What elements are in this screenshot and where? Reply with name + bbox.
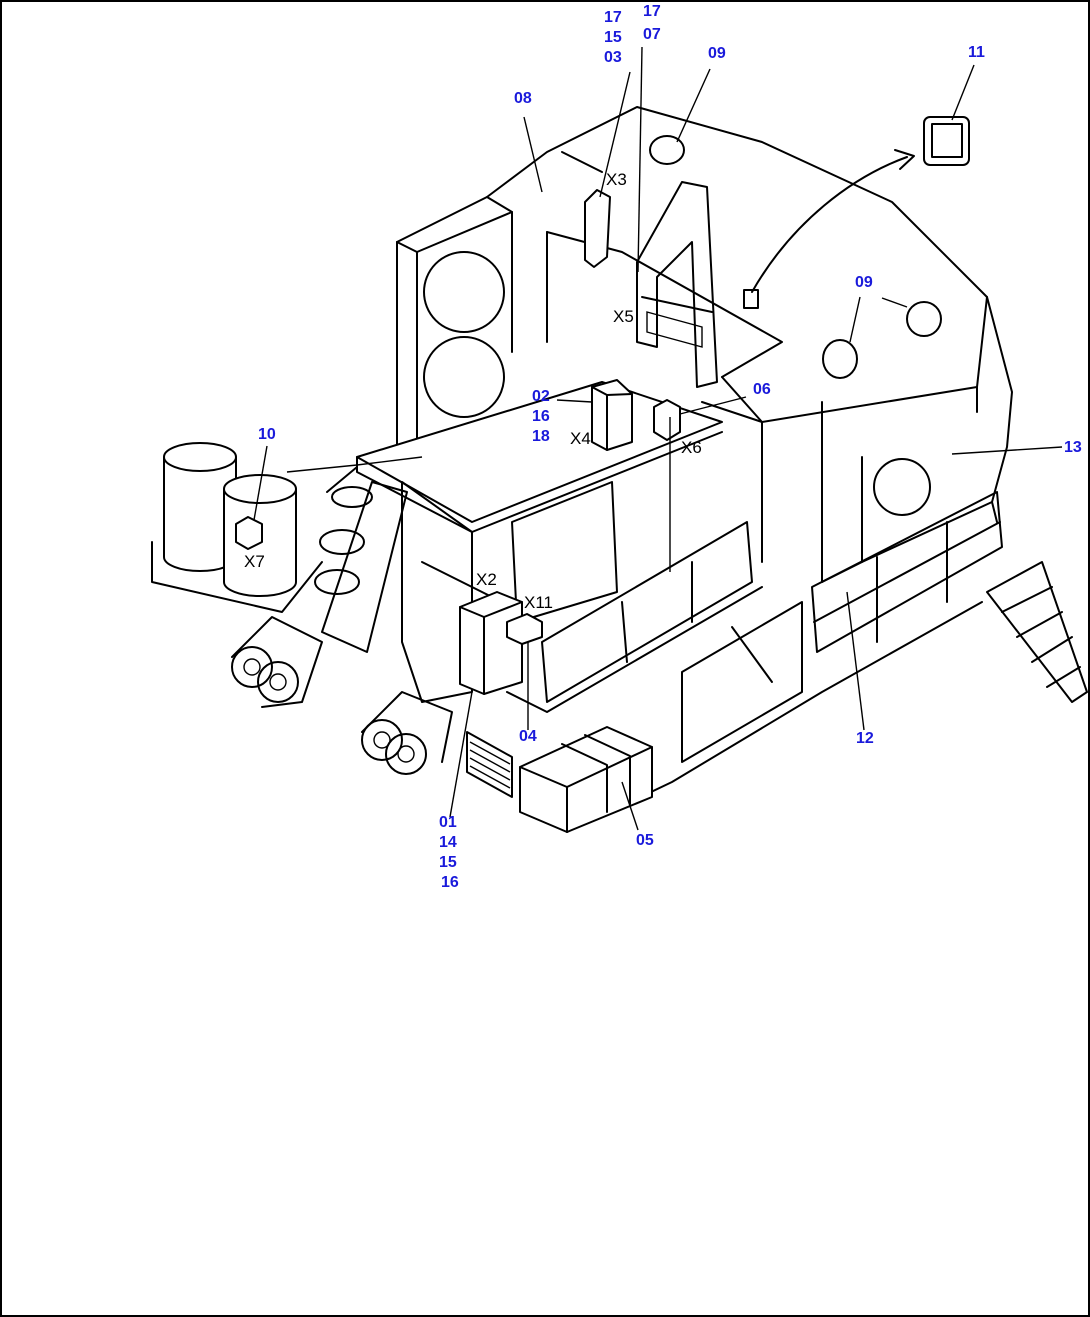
connector-label-x6: X6 xyxy=(681,438,702,457)
callout-01-14-15-16: 01 14 15 16 xyxy=(439,813,459,893)
connector-label-x11: X11 xyxy=(524,593,553,612)
callout-17-07: 17 07 xyxy=(643,2,661,46)
connector-x7 xyxy=(235,516,263,550)
callout-09-top: 09 xyxy=(708,45,726,62)
callout-17-15-03: 17 15 03 xyxy=(604,8,622,68)
connector-x11 xyxy=(506,613,543,645)
box-x6 xyxy=(653,399,681,441)
operator-cab xyxy=(401,481,473,703)
callout-line-3: 18 xyxy=(532,428,550,445)
control-box-x2 xyxy=(459,591,523,695)
mast-frame xyxy=(636,181,718,388)
callout-10: 10 xyxy=(258,426,276,443)
work-lamp-right-1 xyxy=(822,339,858,379)
callout-09-right: 09 xyxy=(855,274,873,291)
callout-line-2: 15 xyxy=(604,29,622,46)
callout-line-3: 15 xyxy=(439,854,457,871)
battery-boxes xyxy=(519,726,653,833)
box-x3 xyxy=(584,189,611,268)
callout-06: 06 xyxy=(753,381,771,398)
radiator-housing xyxy=(396,106,1013,523)
callout-04: 04 xyxy=(519,728,537,745)
front-railing xyxy=(541,521,753,703)
callout-11: 11 xyxy=(968,44,985,61)
callout-line-2: 07 xyxy=(643,26,661,43)
callout-line-2: 14 xyxy=(439,834,457,851)
callout-line-1: 01 xyxy=(439,814,457,831)
callout-line-4: 16 xyxy=(441,874,459,891)
pin-joint-3 xyxy=(361,719,403,761)
pin-joint-4 xyxy=(385,733,427,775)
detail-arrow xyxy=(751,156,908,293)
callout-line-1: 17 xyxy=(604,9,622,26)
radiator-fan-lower xyxy=(423,336,505,418)
access-ladder xyxy=(986,561,1088,703)
callout-line-1: 17 xyxy=(643,3,661,20)
connector-label-x4: X4 xyxy=(570,429,591,448)
connector-label-x7: X7 xyxy=(244,552,265,571)
box-x4 xyxy=(591,379,633,451)
vent-grille xyxy=(466,731,513,798)
connector-label-x3: X3 xyxy=(606,170,627,189)
callout-line-2: 16 xyxy=(532,408,550,425)
connector-label-x5: X5 xyxy=(613,307,634,326)
pin-joint-1 xyxy=(231,646,273,688)
side-porthole xyxy=(873,458,931,516)
callout-13: 13 xyxy=(1064,439,1082,456)
connector-label-x2: X2 xyxy=(476,570,497,589)
callout-line-3: 03 xyxy=(604,49,622,66)
callout-02-16-18: 02 16 18 xyxy=(532,387,550,447)
beacon-lamp xyxy=(923,116,970,166)
work-lamp-top xyxy=(649,135,685,165)
callout-line-1: 02 xyxy=(532,388,550,405)
radiator-fan-upper xyxy=(423,251,505,333)
work-lamp-right-2 xyxy=(906,301,942,337)
pin-joint-2 xyxy=(257,661,299,703)
callout-08: 08 xyxy=(514,90,532,107)
callout-12: 12 xyxy=(856,730,874,747)
right-railing xyxy=(811,491,1003,653)
callout-05: 05 xyxy=(636,832,654,849)
